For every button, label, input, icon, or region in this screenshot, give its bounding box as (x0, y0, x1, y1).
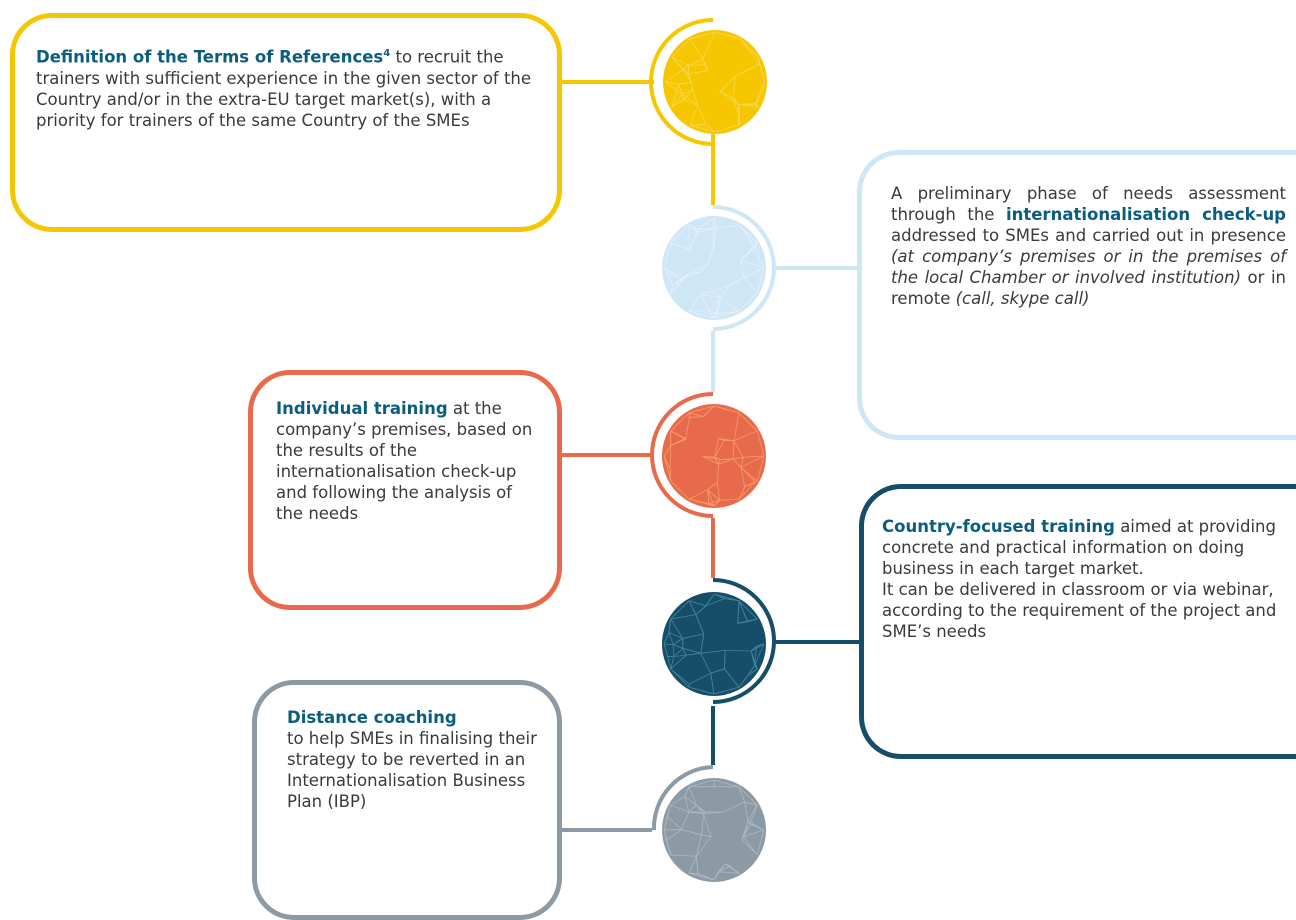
distance-coaching-title: Distance coaching (287, 708, 457, 727)
country-training-title: Country-focused training (882, 517, 1115, 536)
network-globe-icon-yellow (663, 30, 767, 134)
checkup-italic-2: (call, skype call) (956, 289, 1090, 308)
network-globe-icon-orange (662, 404, 766, 508)
checkup-italic-1: (at company’s premises or in the premise… (891, 247, 1286, 287)
terms-of-reference-title: Definition of the Terms of References (36, 48, 383, 67)
checkup-text: A preliminary phase of needs assessment … (891, 183, 1286, 309)
country-training-delivery: It can be delivered in classroom or via … (882, 580, 1276, 641)
checkup-text-part-2: addressed to SMEs and carried out in pre… (891, 226, 1286, 245)
terms-of-reference-text: Definition of the Terms of References4 t… (36, 43, 536, 131)
individual-training-title: Individual training (276, 399, 448, 418)
network-globe-icon-navy (662, 592, 766, 696)
distance-coaching-description: to help SMEs in finalising their strateg… (287, 729, 537, 811)
individual-training-text: Individual training at the company’s pre… (276, 398, 544, 524)
distance-coaching-text: Distance coaching to help SMEs in finalis… (287, 707, 537, 812)
network-globe-icon-grey (662, 778, 766, 882)
country-training-text: Country-focused training aimed at provid… (882, 516, 1282, 642)
checkup-title: internationalisation check-up (1006, 205, 1286, 224)
network-globe-icon-lightblue (662, 216, 766, 320)
